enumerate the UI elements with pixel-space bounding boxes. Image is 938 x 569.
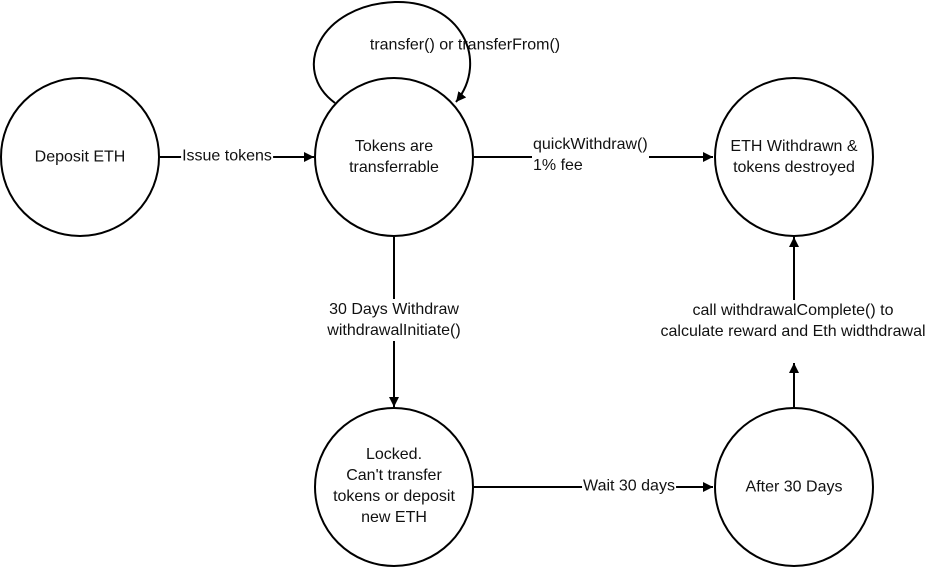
edge-complete-line-2: calculate reward and Eth widthdrawal [660, 323, 926, 340]
node-deposit-eth [0, 77, 160, 237]
node-withdrawn-line-2: tokens destroyed [733, 159, 855, 176]
edge-initiate-label: 30 Days Withdraw withdrawalInitiate() [326, 299, 462, 341]
edge-complete-line-1: call withdrawalComplete() to [692, 302, 894, 319]
edge-issue-label: Issue tokens [181, 145, 273, 167]
node-locked-line-3: tokens or deposit [333, 488, 455, 505]
edge-self-loop-label: transfer() or transferFrom() [369, 36, 561, 54]
edge-complete-label: call withdrawalComplete() to calculate r… [660, 300, 925, 342]
edge-self-loop [312, 0, 472, 104]
node-locked-line-4: new ETH [361, 509, 427, 526]
node-deposit-label: Deposit ETH [35, 147, 126, 168]
edge-initiate-line-2: withdrawalInitiate() [327, 322, 461, 339]
node-tokens-transferrable [314, 77, 474, 237]
node-deposit-text: Deposit ETH [34, 148, 126, 166]
edge-quick-line-2: 1% fee [533, 157, 583, 174]
node-transferable-line-2: transferrable [349, 159, 439, 176]
node-after30-label: After 30 Days [746, 477, 843, 498]
node-transferable-label: Tokens are transferrable [349, 136, 439, 178]
edge-initiate-line-1: 30 Days Withdraw [329, 301, 459, 318]
node-after-30-days [714, 407, 874, 567]
edge-quick-line-1: quickWithdraw() [533, 136, 648, 153]
node-eth-withdrawn [714, 77, 874, 237]
node-withdrawn-line-1: ETH Withdrawn & [730, 138, 858, 155]
node-withdrawn-label: ETH Withdrawn & tokens destroyed [730, 136, 857, 178]
node-transferable-line-1: Tokens are [354, 138, 434, 155]
edge-quick-label: quickWithdraw() 1% fee [532, 134, 649, 176]
node-locked-line-1: Locked. [365, 446, 423, 463]
edge-wait-label: Wait 30 days [582, 475, 676, 497]
node-after30-text: After 30 Days [745, 478, 843, 496]
node-locked-label: Locked. Can't transfer tokens or deposit… [333, 444, 455, 528]
node-locked-line-2: Can't transfer [346, 467, 442, 484]
node-locked [314, 407, 474, 567]
